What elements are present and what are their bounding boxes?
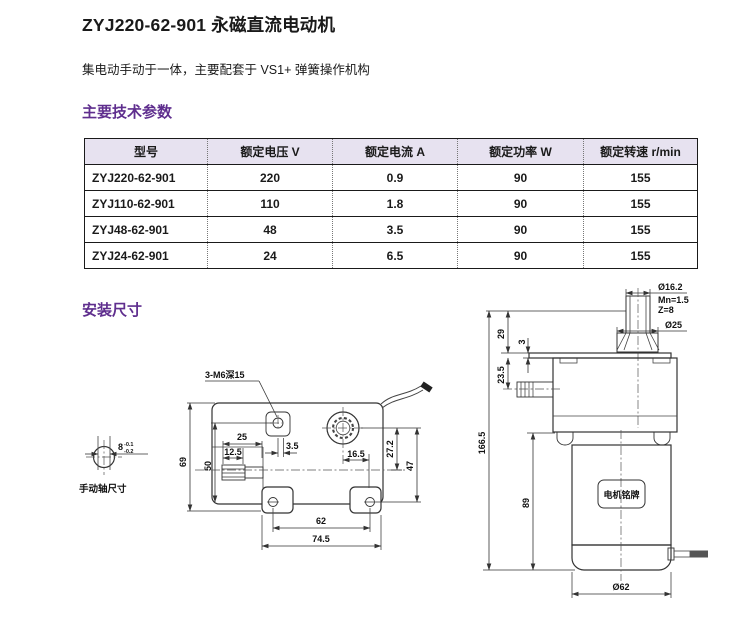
dim-label-16-5: 16.5 [347,449,365,459]
cell-speed: 155 [583,164,698,191]
dim-tolerance-lower: -0.2 [124,449,133,455]
manual-shaft-label: 手动轴尺寸 [79,483,127,495]
cell-power: 90 [457,242,584,269]
dim-label-d62: Ø62 [612,582,629,592]
dim-label-25: 25 [237,432,247,442]
dim-label-62: 62 [316,516,326,526]
side-view: Ø16.2 Mn=1.5 Z=8 Ø25 电机铭牌 [477,282,708,598]
table-row: ZYJ24-62-901 24 6.5 90 155 [84,242,698,269]
col-header-power: 额定功率 W [457,138,584,165]
module-note: Mn=1.5 [658,295,689,305]
cell-model: ZYJ220-62-901 [84,164,208,191]
cell-voltage: 48 [207,216,333,243]
dim-label-29: 29 [496,329,506,339]
cell-current: 6.5 [332,242,458,269]
dim-label-27-2: 27.2 [385,440,395,458]
col-header-model: 型号 [84,138,208,165]
cell-speed: 155 [583,216,698,243]
cell-power: 90 [457,216,584,243]
dim-label-3: 3 [517,339,527,344]
wire-end [690,550,708,558]
dim-tolerance-upper: -0.1 [124,442,133,448]
cell-model: ZYJ110-62-901 [84,190,208,217]
dim-label-47: 47 [405,461,415,471]
front-view: 3-M6深15 69 50 25 12.5 3.5 16.5 2 [178,369,433,550]
cell-voltage: 24 [207,242,333,269]
table-row: ZYJ48-62-901 48 3.5 90 155 [84,216,698,243]
section-heading-installation: 安装尺寸 [82,302,143,319]
cell-model: ZYJ48-62-901 [84,216,208,243]
dim-label-d16-2: Ø16.2 [658,282,683,292]
cell-model: ZYJ24-62-901 [84,242,208,269]
wire-connector [420,381,433,393]
teeth-note: Z=8 [658,305,674,315]
dim-label-12-5: 12.5 [224,447,242,457]
col-header-voltage: 额定电压 V [207,138,333,165]
nameplate-label: 电机铭牌 [603,489,639,500]
dim-label-74-5: 74.5 [312,534,330,544]
cell-voltage: 110 [207,190,333,217]
page-title: ZYJ220-62-901 永磁直流电动机 [82,15,336,35]
section-heading-parameters: 主要技术参数 [82,104,173,121]
cell-speed: 155 [583,242,698,269]
cell-power: 90 [457,190,584,217]
cell-speed: 155 [583,190,698,217]
dim-label-d25: Ø25 [665,320,682,330]
dim-label-89: 89 [521,498,531,508]
page-subtitle: 集电动手动于一体，主要配套于 VS1+ 弹簧操作机构 [82,63,370,77]
cell-voltage: 220 [207,164,333,191]
table-header-row: 型号 额定电压 V 额定电流 A 额定功率 W 额定转速 r/min [84,138,698,165]
specs-table: 型号 额定电压 V 额定电流 A 额定功率 W 额定转速 r/min ZYJ22… [84,138,698,269]
dim-label-23-5: 23.5 [496,366,506,384]
dim-label-50: 50 [203,461,213,471]
thread-note: 3-M6深15 [205,369,245,380]
dim-label-3-5: 3.5 [286,441,299,451]
dim-label-8: 8 [118,442,123,452]
cell-power: 90 [457,164,584,191]
installation-drawing: 8 -0.1 -0.2 手动轴尺寸 [79,282,708,598]
col-header-current: 额定电流 A [332,138,458,165]
cell-current: 1.8 [332,190,458,217]
col-header-speed: 额定转速 r/min [583,138,698,165]
cell-current: 0.9 [332,164,458,191]
table-row: ZYJ220-62-901 220 0.9 90 155 [84,164,698,191]
dim-label-166-5: 166.5 [477,432,487,455]
table-row: ZYJ110-62-901 110 1.8 90 155 [84,190,698,217]
cell-current: 3.5 [332,216,458,243]
dim-label-69: 69 [178,457,188,467]
manual-shaft-detail: 8 -0.1 -0.2 手动轴尺寸 [79,436,148,495]
